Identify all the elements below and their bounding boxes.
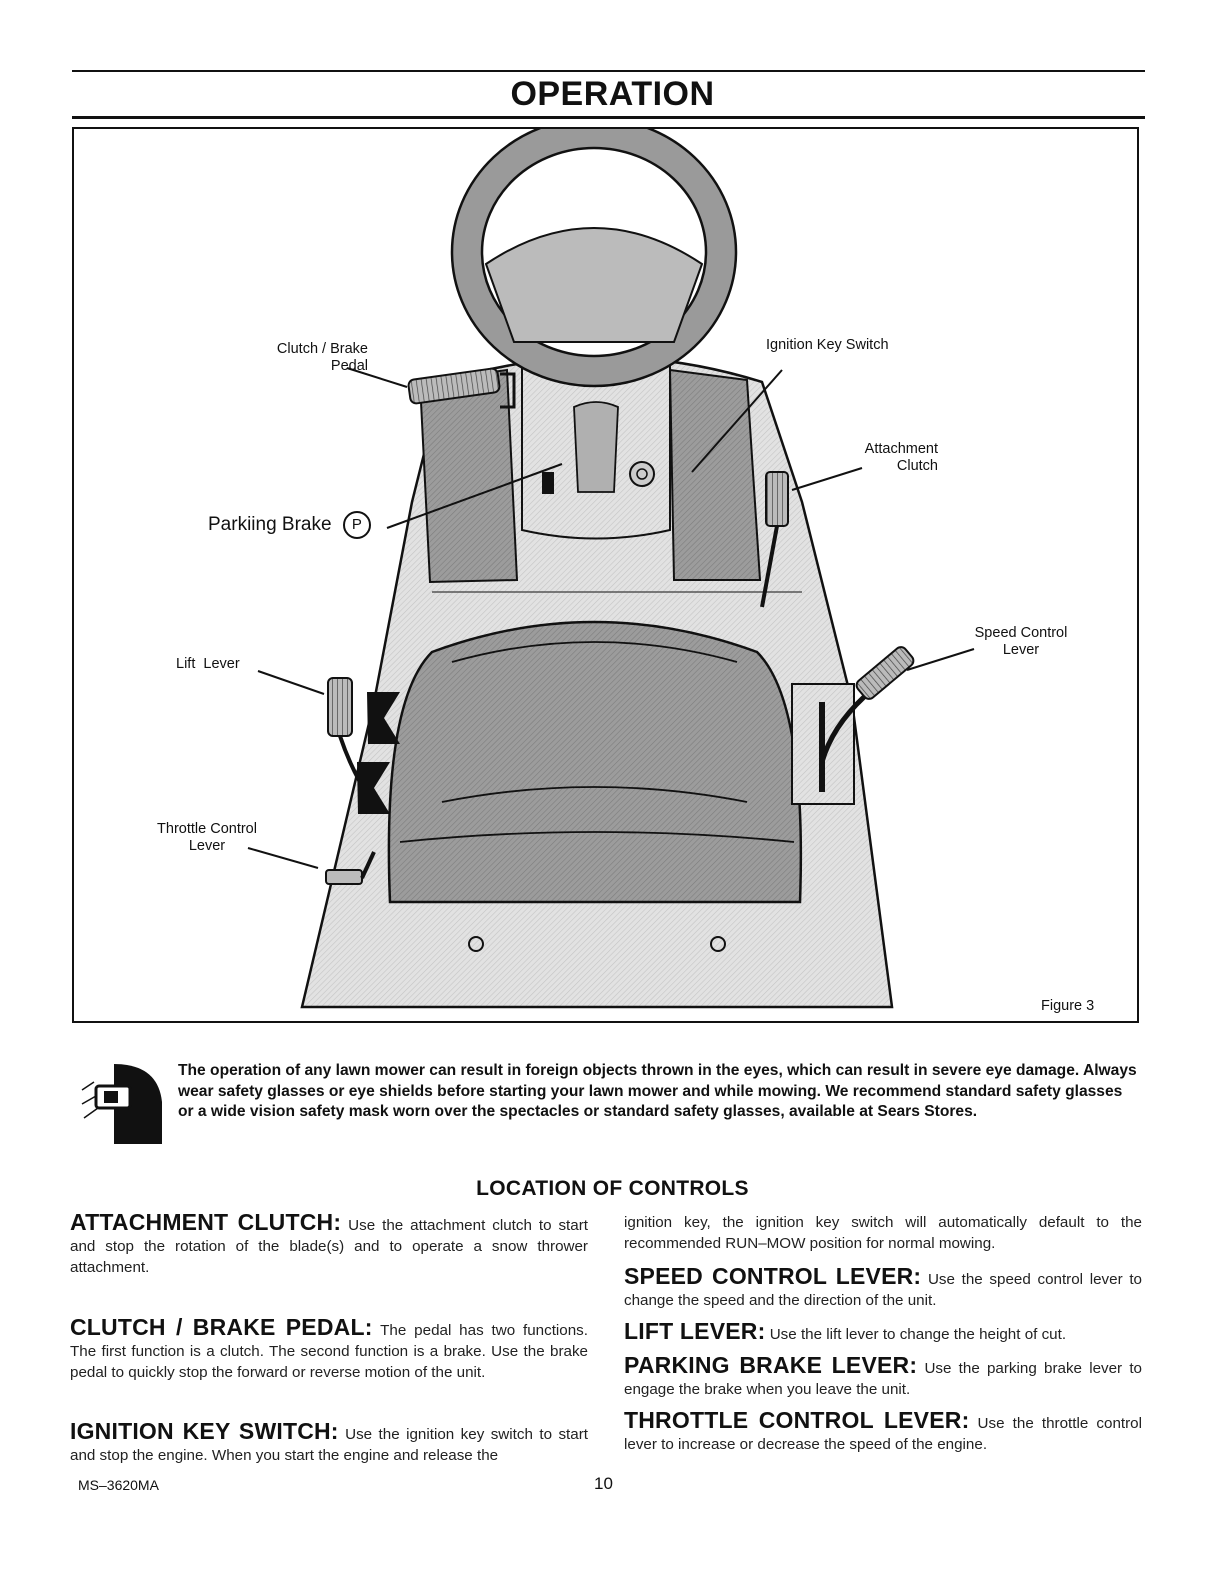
term-ignition-key-switch: IGNITION KEY SWITCH: xyxy=(70,1418,339,1444)
term-speed-control-lever: SPEED CONTROL LEVER: xyxy=(624,1263,922,1289)
callout-attachment-line2: Clutch xyxy=(896,458,938,474)
term-lift-lever: LIFT LEVER: xyxy=(624,1318,766,1344)
callout-speed-control-lever: Speed Control Lever xyxy=(966,625,1076,659)
callout-throttle-control-lever: Throttle Control Lever xyxy=(152,821,262,855)
callout-clutch-brake-line2: Pedal xyxy=(330,358,368,374)
desc-ignition-key-switch: Use the ignition key switch to start and… xyxy=(70,1426,588,1464)
callout-ignition-key-switch: Ignition Key Switch xyxy=(766,337,889,354)
page-title: OPERATION xyxy=(510,75,715,113)
callout-clutch-brake-line1: Clutch / Brake xyxy=(276,341,368,357)
desc-throttle-control-lever: Use the throttle control lever to increa… xyxy=(624,1415,1142,1453)
term-attachment-clutch: ATTACHMENT CLUTCH: xyxy=(70,1209,342,1235)
entry-ignition-continuation: ignition key, the ignition key switch wi… xyxy=(624,1214,1142,1252)
entry-lift-lever: LIFT LEVER: Use the lift lever to change… xyxy=(624,1318,1142,1345)
entry-throttle-control-lever: THROTTLE CONTROL LEVER: Use the throttle… xyxy=(624,1407,1142,1455)
throttle-control-lever xyxy=(325,851,376,885)
safety-glasses-icon xyxy=(81,1064,162,1144)
figure-frame: Clutch / Brake Pedal Ignition Key Switch… xyxy=(72,127,1139,1023)
entry-speed-control-lever: SPEED CONTROL LEVER: Use the speed contr… xyxy=(624,1263,1142,1311)
entry-ignition-key-switch: IGNITION KEY SWITCH: Use the ignition ke… xyxy=(70,1418,588,1466)
floor-panels xyxy=(418,368,762,584)
footer-model-code: MS–3620MA xyxy=(78,1477,159,1493)
callout-ignition-line1: Ignition Key Switch xyxy=(766,337,889,353)
steering-wheel xyxy=(450,129,738,388)
desc-lift-lever: Use the lift lever to change the height … xyxy=(769,1326,1067,1343)
attachment-clutch-lever xyxy=(760,471,789,608)
figure-caption: Figure 3 xyxy=(1041,998,1095,1014)
tractor-controls-illustration xyxy=(247,129,975,1009)
callout-speed-line2: Lever xyxy=(1002,642,1040,658)
lift-lever xyxy=(327,677,400,814)
callout-lift-line1: Lift Lever xyxy=(176,656,240,672)
callout-speed-line1: Speed Control xyxy=(974,625,1068,641)
section-heading: LOCATION OF CONTROLS xyxy=(476,1177,749,1200)
footer-page-number: 10 xyxy=(594,1474,613,1493)
header-rule-bottom xyxy=(72,116,1145,119)
clutch-brake-pedal xyxy=(407,367,516,409)
header-rule-top xyxy=(72,70,1145,72)
term-throttle-control-lever: THROTTLE CONTROL LEVER: xyxy=(624,1407,970,1433)
entry-parking-brake-lever: PARKING BRAKE LEVER: Use the parking bra… xyxy=(624,1352,1142,1400)
seat xyxy=(387,620,803,952)
entry-clutch-brake-pedal: CLUTCH / BRAKE PEDAL: The pedal has two … xyxy=(70,1314,588,1383)
speed-control-lever xyxy=(791,646,915,805)
callout-parking-label: Parkiing Brake xyxy=(208,514,332,536)
callout-lift-lever: Lift Lever xyxy=(176,656,240,673)
controls-column-left: ATTACHMENT CLUTCH: Use the attachment cl… xyxy=(70,1209,588,1466)
desc-parking-brake-lever: Use the parking brake lever to engage th… xyxy=(624,1360,1142,1398)
callout-attachment-clutch: Attachment Clutch xyxy=(858,441,938,475)
desc-attachment-clutch: Use the attachment clutch to start and s… xyxy=(70,1217,588,1276)
callout-attachment-line1: Attachment xyxy=(864,441,938,457)
parking-brake-knob xyxy=(542,472,554,494)
entry-attachment-clutch: ATTACHMENT CLUTCH: Use the attachment cl… xyxy=(70,1209,588,1278)
safety-warning-text: The operation of any lawn mower can resu… xyxy=(178,1062,1137,1120)
parking-brake-symbol-icon: P xyxy=(342,511,371,539)
callout-parking-brake: Parkiing Brake P xyxy=(208,511,371,539)
desc-clutch-brake-pedal: The pedal has two functions. The first f… xyxy=(70,1322,588,1381)
term-parking-brake-lever: PARKING BRAKE LEVER: xyxy=(624,1352,918,1378)
callout-clutch-brake-pedal: Clutch / Brake Pedal xyxy=(258,341,368,375)
desc-speed-control-lever: Use the speed control lever to change th… xyxy=(624,1271,1142,1309)
term-clutch-brake-pedal: CLUTCH / BRAKE PEDAL: xyxy=(70,1314,373,1340)
dash-console xyxy=(521,358,671,540)
callout-throttle-line2: Lever xyxy=(188,838,226,854)
callout-throttle-line1: Throttle Control xyxy=(157,821,257,837)
controls-column-right: ignition key, the ignition key switch wi… xyxy=(624,1212,1142,1455)
callout-leaders xyxy=(247,367,975,869)
